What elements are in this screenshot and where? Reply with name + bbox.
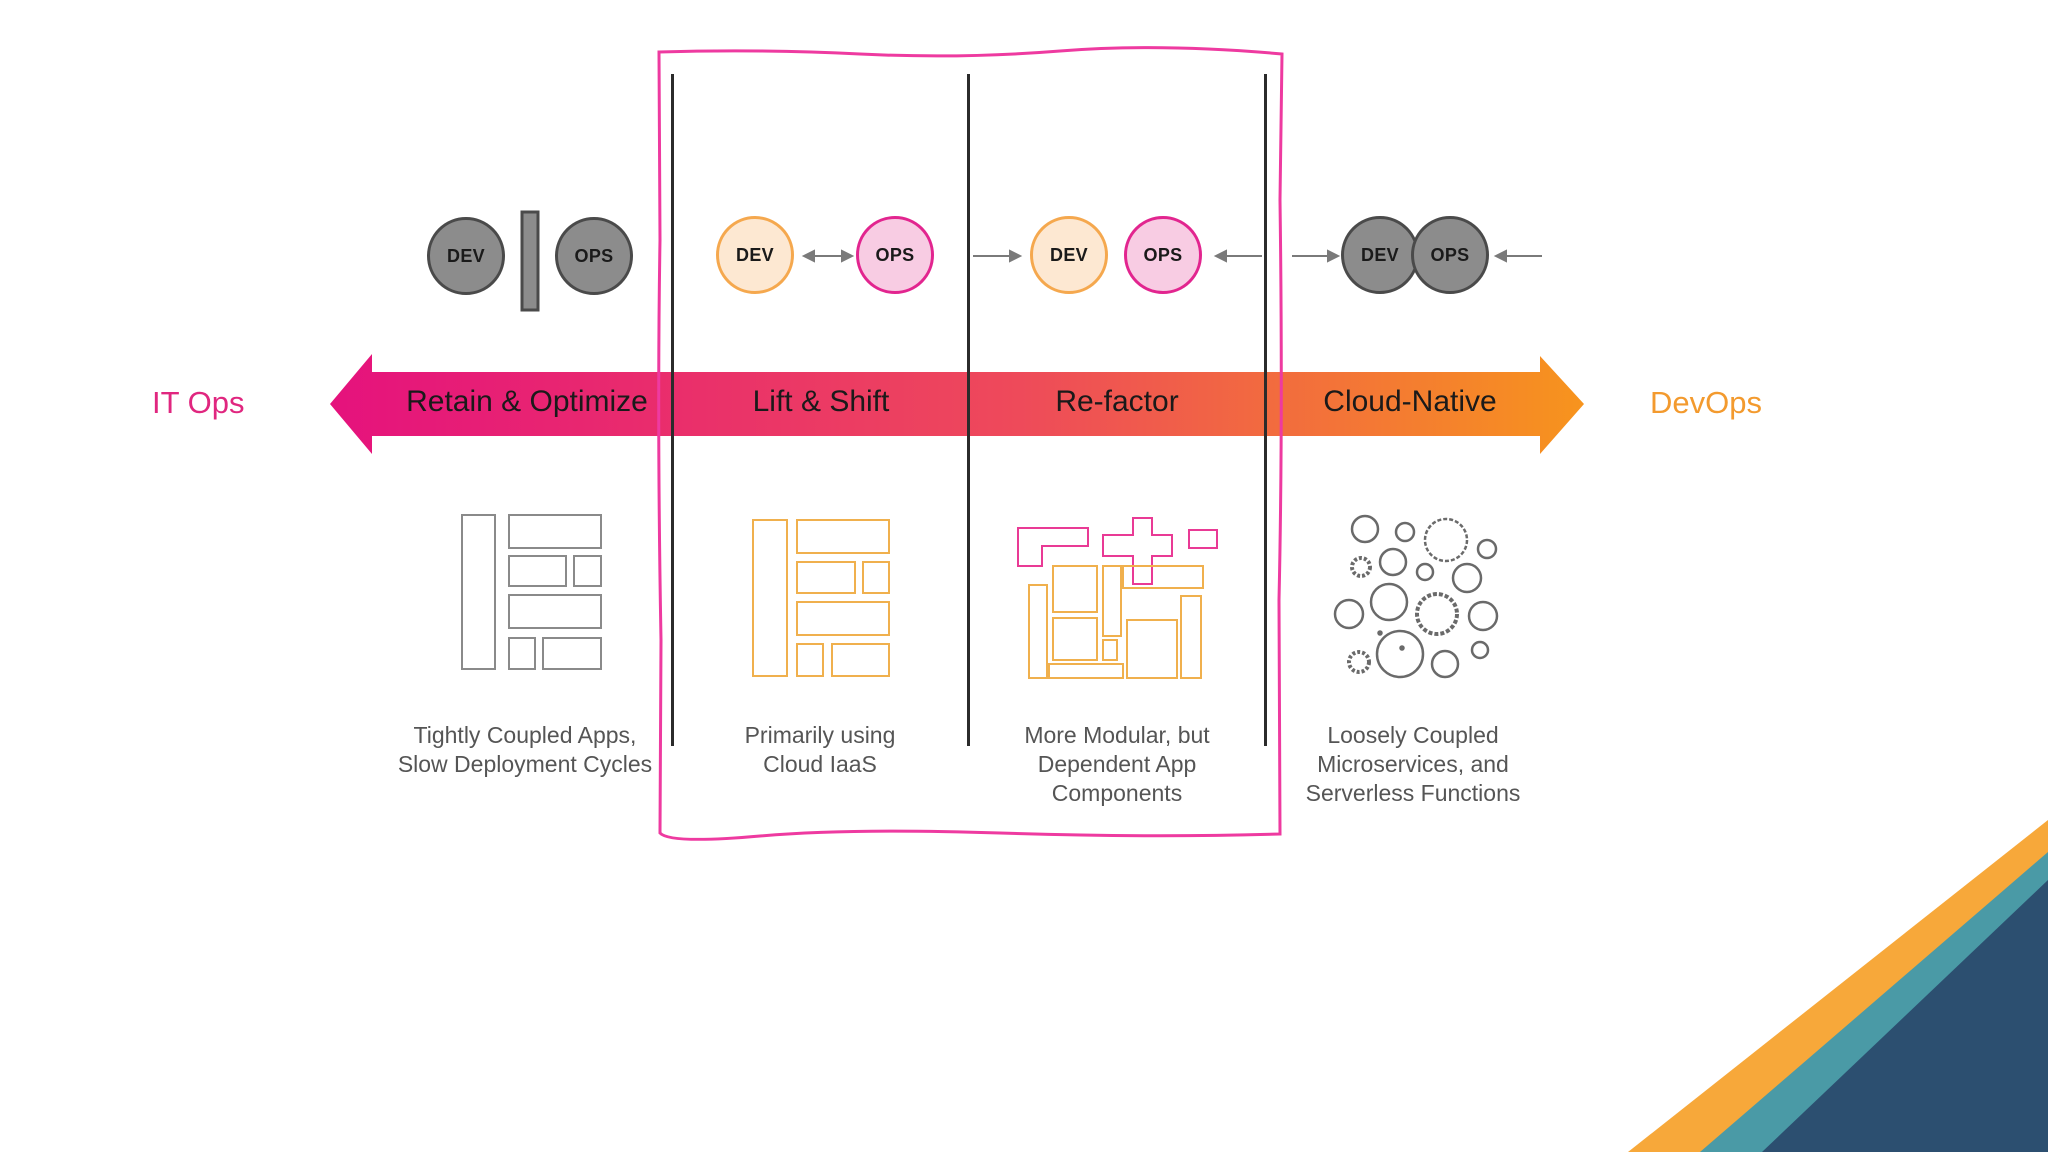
corner-decoration (1628, 820, 2048, 1152)
ops-circle: OPS (856, 216, 934, 294)
it-ops-label: IT Ops (152, 385, 245, 420)
dev-circle: DEV (427, 217, 505, 295)
stage-caption-cloud-native: Loosely Coupled Microservices, and Serve… (1305, 722, 1521, 806)
ops-circle: OPS (1411, 216, 1489, 294)
ops-circle: OPS (555, 217, 633, 295)
dev-circle: DEV (1341, 216, 1419, 294)
maturity-arrow (330, 354, 1584, 454)
stage-caption-lift-shift: Primarily using Cloud IaaS (744, 722, 896, 777)
stage-divider (967, 74, 970, 746)
monolith-gray-icon (461, 514, 602, 670)
stage-title-cloud-native: Cloud-Native (1323, 385, 1497, 418)
stage-title-refactor: Re-factor (1055, 385, 1179, 418)
stage-divider (671, 74, 674, 746)
monolith-orange-icon (752, 519, 890, 677)
dev-circle: DEV (1030, 216, 1108, 294)
highlight-box (657, 46, 1284, 841)
connector-arrows (801, 249, 1542, 263)
ops-circle: OPS (1124, 216, 1202, 294)
stage-title-lift-shift: Lift & Shift (752, 385, 890, 418)
devops-label: DevOps (1650, 385, 1762, 420)
dev-circle: DEV (716, 216, 794, 294)
stage-caption-retain: Tightly Coupled Apps, Slow Deployment Cy… (397, 722, 653, 777)
modular-blocks-icon (1017, 517, 1218, 679)
microservices-circles-icon (1333, 514, 1499, 679)
stage-divider (1264, 74, 1267, 746)
stage-title-retain: Retain & Optimize (406, 385, 648, 418)
stage-caption-refactor: More Modular, but Dependent App Componen… (1024, 722, 1210, 806)
wall-icon (520, 210, 540, 312)
